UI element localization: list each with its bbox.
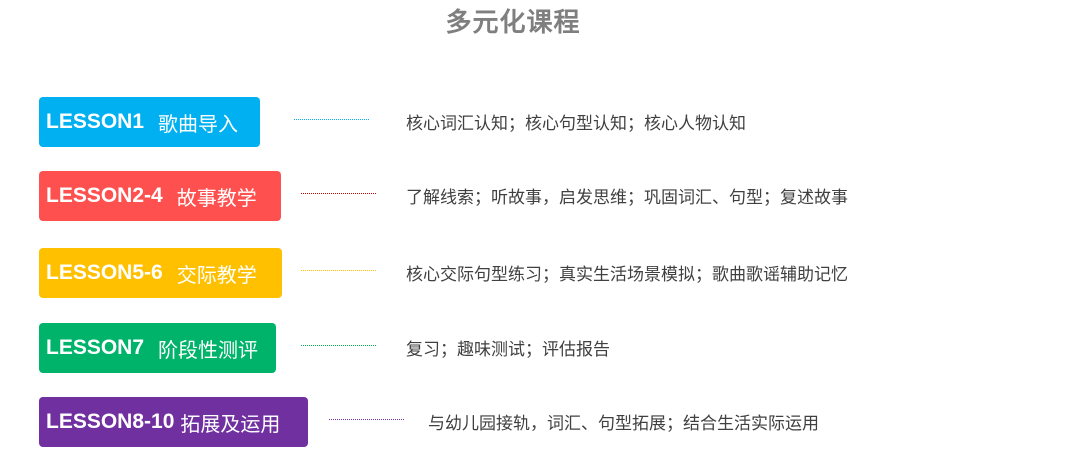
lesson-row-4: LESSON7 阶段性测评 复习；趣味测试；评估报告 [0, 323, 1073, 373]
lesson-row-2: LESSON2-4 故事教学 了解线索；听故事，启发思维；巩固词汇、句型；复述故… [0, 171, 1073, 221]
lesson-row-1: LESSON1 歌曲导入 核心词汇认知；核心句型认知；核心人物认知 [0, 97, 1073, 147]
lesson-description: 复习；趣味测试；评估报告 [406, 340, 610, 360]
connector-line [301, 345, 376, 346]
lesson-row-3: LESSON5-6 交际教学 核心交际句型练习；真实生活场景模拟；歌曲歌谣辅助记… [0, 248, 1073, 298]
lesson-description: 与幼儿园接轨，词汇、句型拓展；结合生活实际运用 [428, 414, 819, 434]
lesson-code: LESSON7 [46, 336, 145, 359]
lesson-description: 核心词汇认知；核心句型认知；核心人物认知 [406, 114, 746, 134]
lesson-code: LESSON1 [46, 110, 145, 133]
lesson-badge: LESSON8-10 拓展及运用 [39, 397, 308, 447]
lesson-name: 交际教学 [176, 262, 257, 287]
lesson-code: LESSON5-6 [46, 261, 163, 284]
page-title: 多元化课程 [445, 8, 581, 38]
connector-line [301, 270, 376, 271]
lesson-name: 拓展及运用 [180, 411, 281, 436]
lesson-description: 核心交际句型练习；真实生活场景模拟；歌曲歌谣辅助记忆 [406, 265, 848, 285]
lesson-badge: LESSON7 阶段性测评 [39, 323, 276, 373]
lesson-description: 了解线索；听故事，启发思维；巩固词汇、句型；复述故事 [406, 188, 848, 208]
lesson-name: 故事教学 [176, 185, 257, 210]
lesson-name: 歌曲导入 [158, 111, 239, 136]
lesson-badge: LESSON2-4 故事教学 [39, 171, 281, 221]
connector-line [329, 419, 404, 420]
lesson-badge: LESSON5-6 交际教学 [39, 248, 282, 298]
lesson-name: 阶段性测评 [158, 337, 259, 362]
lesson-badge: LESSON1 歌曲导入 [39, 97, 260, 147]
lesson-code: LESSON8-10 [46, 410, 175, 433]
connector-line [301, 193, 376, 194]
lesson-row-5: LESSON8-10 拓展及运用 与幼儿园接轨，词汇、句型拓展；结合生活实际运用 [0, 397, 1073, 447]
lesson-code: LESSON2-4 [46, 184, 163, 207]
connector-line [294, 119, 369, 120]
